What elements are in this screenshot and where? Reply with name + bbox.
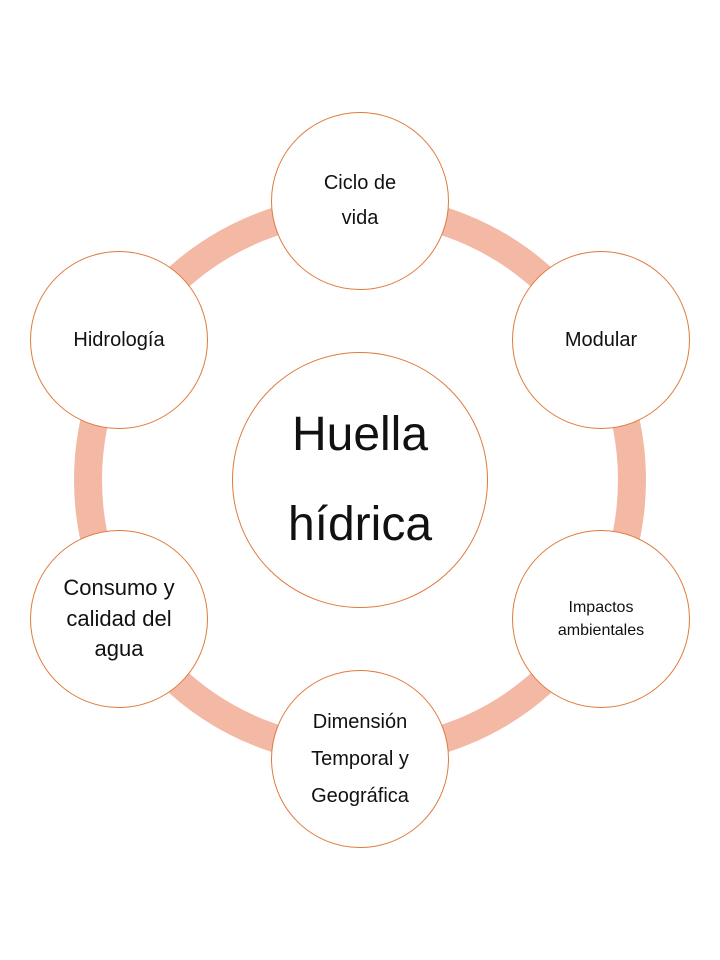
node-label: Modular — [564, 329, 638, 351]
node-dimension-temporal-geografica: Dimensión Temporal y Geográfica — [271, 670, 449, 848]
node-label: Hidrología — [73, 329, 165, 351]
node-consumo-calidad-agua: Consumo y calidad del agua — [30, 530, 208, 708]
node-label: Consumo y calidad del agua — [63, 574, 175, 662]
node-impactos-ambientales: Impactos ambientales — [512, 530, 690, 708]
center-node-label: Huella hídrica — [287, 407, 433, 551]
center-node: Huella hídrica — [232, 352, 488, 608]
node-modular: Modular — [512, 251, 690, 429]
node-ciclo-de-vida: Ciclo de vida — [271, 112, 449, 290]
node-label: Dimensión Temporal y Geográfica — [311, 710, 409, 807]
node-label: Ciclo de vida — [323, 172, 397, 229]
node-hidrologia: Hidrología — [30, 251, 208, 429]
node-label: Impactos ambientales — [557, 598, 645, 639]
